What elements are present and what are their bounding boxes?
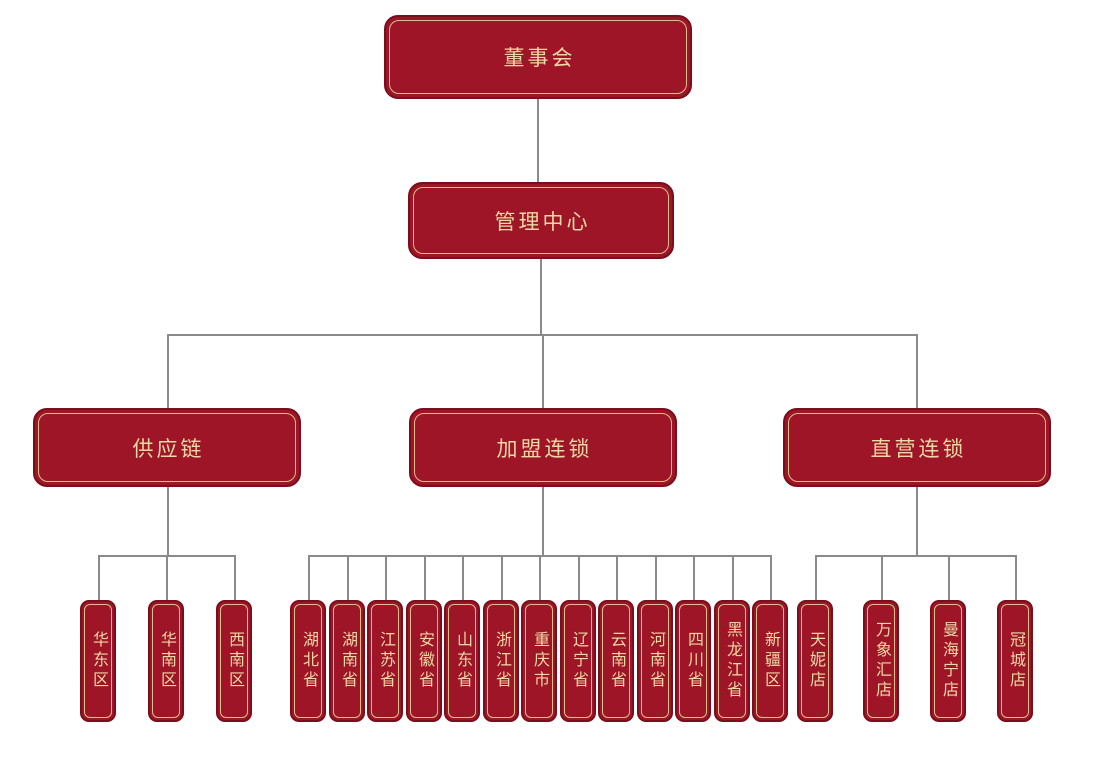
org-leaf-label: 山东省 xyxy=(454,631,471,691)
org-leaf-node: 万象汇店 xyxy=(863,600,899,722)
connector-line xyxy=(424,555,426,600)
connector-line xyxy=(347,555,349,600)
org-leaf-node: 西南区 xyxy=(216,600,252,722)
org-leaf-node: 天妮店 xyxy=(797,600,833,722)
connector-line xyxy=(815,555,817,600)
org-leaf-label: 曼海宁店 xyxy=(940,621,957,701)
connector-line xyxy=(385,555,387,600)
org-leaf-node: 曼海宁店 xyxy=(930,600,966,722)
org-leaf-node: 辽宁省 xyxy=(560,600,596,722)
connector-line xyxy=(98,555,100,600)
org-leaf-label: 冠城店 xyxy=(1007,631,1024,691)
org-leaf-label: 四川省 xyxy=(685,631,702,691)
connector-line xyxy=(537,99,539,182)
connector-line xyxy=(1015,555,1017,600)
org-node-label: 加盟连锁 xyxy=(496,437,593,461)
org-leaf-node: 安徽省 xyxy=(406,600,442,722)
org-leaf-label: 重庆市 xyxy=(531,631,548,691)
connector-line xyxy=(916,334,918,408)
org-leaf-node: 湖南省 xyxy=(329,600,365,722)
org-leaf-node: 冠城店 xyxy=(997,600,1033,722)
org-node-management-center: 管理中心 xyxy=(408,182,674,259)
org-node-label: 管理中心 xyxy=(494,210,591,234)
org-leaf-label: 湖北省 xyxy=(300,631,317,691)
connector-line xyxy=(234,555,236,600)
org-leaf-node: 四川省 xyxy=(675,600,711,722)
connector-line xyxy=(539,555,541,600)
org-leaf-node: 江苏省 xyxy=(367,600,403,722)
org-leaf-node: 云南省 xyxy=(598,600,634,722)
org-leaf-node: 新疆区 xyxy=(752,600,788,722)
org-node-direct-chain: 直营连锁 xyxy=(783,408,1051,487)
org-leaf-label: 湖南省 xyxy=(339,631,356,691)
org-leaf-node: 黑龙江省 xyxy=(714,600,750,722)
org-leaf-label: 河南省 xyxy=(647,631,664,691)
org-leaf-label: 天妮店 xyxy=(807,631,824,691)
connector-line xyxy=(578,555,580,600)
org-leaf-node: 湖北省 xyxy=(290,600,326,722)
connector-line xyxy=(655,555,657,600)
org-node-franchise-chain: 加盟连锁 xyxy=(409,408,677,487)
connector-line xyxy=(462,555,464,600)
connector-line xyxy=(540,259,542,334)
org-leaf-label: 辽宁省 xyxy=(570,631,587,691)
org-leaf-node: 华东区 xyxy=(80,600,116,722)
org-leaf-node: 浙江省 xyxy=(483,600,519,722)
org-node-label: 董事会 xyxy=(503,47,576,70)
connector-line xyxy=(166,555,168,600)
connector-line xyxy=(916,487,918,555)
connector-line xyxy=(770,555,772,600)
connector-line xyxy=(167,487,169,555)
connector-line xyxy=(167,334,169,408)
org-leaf-label: 安徽省 xyxy=(416,631,433,691)
org-leaf-label: 江苏省 xyxy=(377,631,394,691)
org-leaf-label: 新疆区 xyxy=(762,631,779,691)
connector-line xyxy=(542,487,544,555)
org-node-label: 直营连锁 xyxy=(870,437,967,461)
org-node-supply-chain: 供应链 xyxy=(33,408,301,487)
org-leaf-node: 河南省 xyxy=(637,600,673,722)
org-leaf-label: 华东区 xyxy=(90,631,107,691)
org-leaf-label: 万象汇店 xyxy=(873,621,890,701)
org-leaf-label: 华南区 xyxy=(158,631,175,691)
connector-line xyxy=(542,334,544,408)
org-leaf-label: 黑龙江省 xyxy=(724,621,741,701)
org-leaf-node: 华南区 xyxy=(148,600,184,722)
org-leaf-node: 山东省 xyxy=(444,600,480,722)
connector-line xyxy=(616,555,618,600)
connector-line xyxy=(501,555,503,600)
org-node-label: 供应链 xyxy=(132,437,205,461)
connector-line xyxy=(693,555,695,600)
org-leaf-label: 云南省 xyxy=(608,631,625,691)
connector-line xyxy=(948,555,950,600)
org-node-board: 董事会 xyxy=(384,15,692,99)
org-leaf-label: 浙江省 xyxy=(493,631,510,691)
connector-line xyxy=(881,555,883,600)
connector-line xyxy=(732,555,734,600)
org-leaf-node: 重庆市 xyxy=(521,600,557,722)
connector-line xyxy=(815,555,1015,557)
org-leaf-label: 西南区 xyxy=(226,631,243,691)
connector-line xyxy=(308,555,310,600)
